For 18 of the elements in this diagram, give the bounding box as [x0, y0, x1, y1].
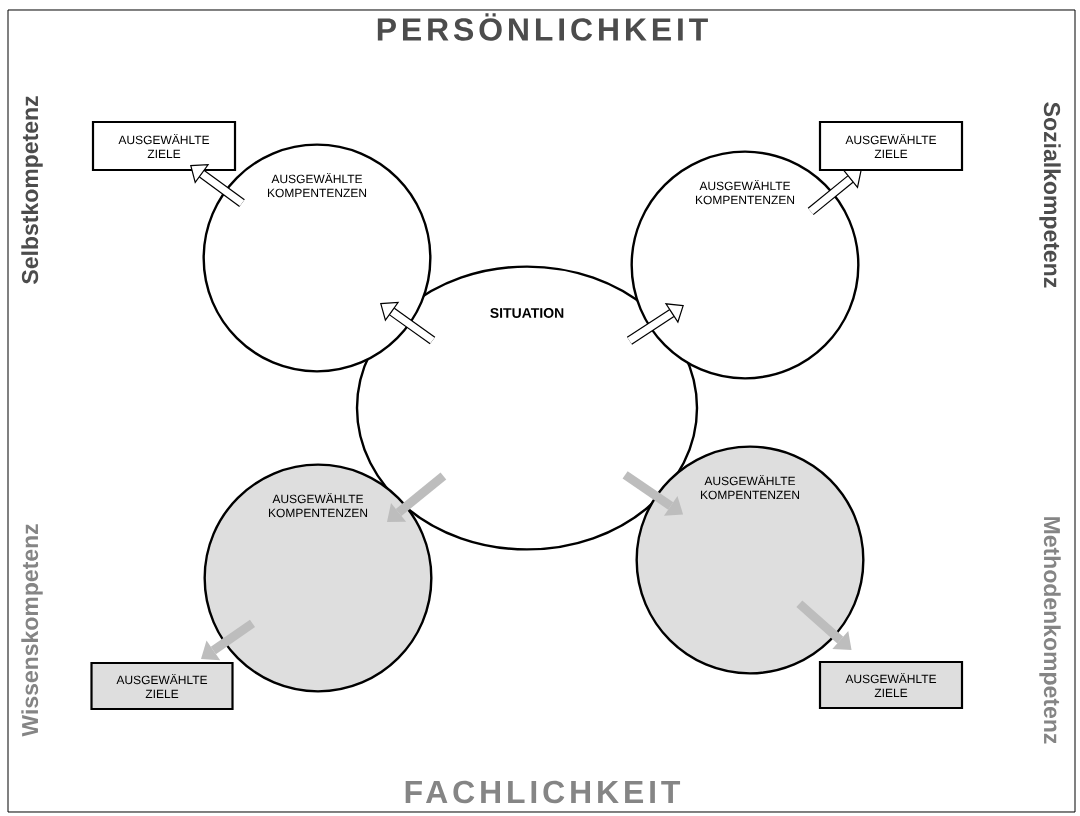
side-heading: Methodenkompetenz	[1039, 517, 1061, 744]
goal-box: AUSGEWÄHLTE ZIELE	[818, 120, 964, 172]
goal-box: AUSGEWÄHLTE ZIELE	[91, 120, 237, 172]
side-heading: Sozialkompetenz	[1039, 102, 1061, 288]
arrow	[796, 600, 852, 650]
goal-box: AUSGEWÄHLTE ZIELE	[90, 661, 234, 711]
arrow	[201, 619, 256, 661]
arrow	[807, 169, 862, 216]
goal-box: AUSGEWÄHLTE ZIELE	[818, 660, 964, 710]
side-heading: Wissenskompetenz	[21, 524, 43, 737]
arrow	[622, 471, 684, 516]
arrow	[387, 472, 447, 522]
arrow	[380, 301, 436, 345]
arrow	[626, 303, 684, 345]
heading: FACHLICHKEIT	[405, 780, 681, 804]
heading: PERSÖNLICHKEIT	[377, 13, 708, 41]
arrow	[190, 164, 245, 207]
side-heading: Selbstkompetenz	[21, 96, 43, 284]
